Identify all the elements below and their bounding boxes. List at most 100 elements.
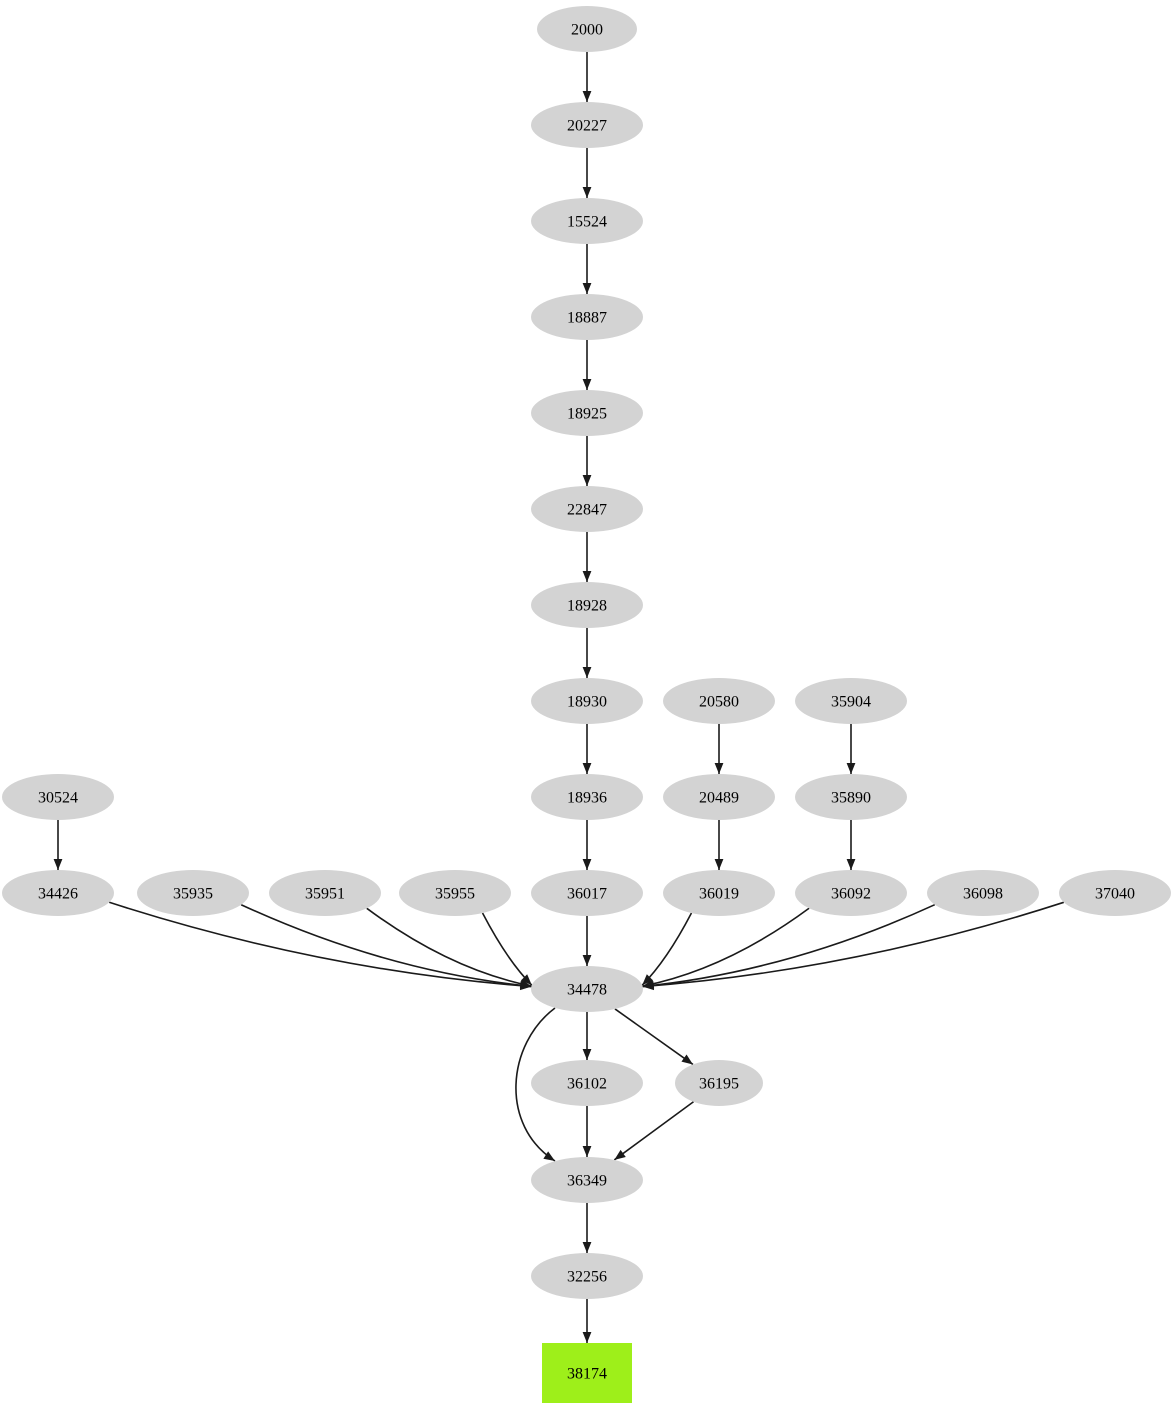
- graph-node-36092[interactable]: 36092: [795, 870, 907, 916]
- edge-arrowhead: [582, 763, 592, 774]
- graph-edge: [582, 148, 592, 198]
- nodes-layer: 2000 20227 15524 18887 18925 22847 18928 18930 2…: [2, 6, 1171, 1403]
- graph-node-35904[interactable]: 35904: [795, 678, 907, 724]
- node-ellipse[interactable]: [531, 102, 643, 148]
- node-ellipse[interactable]: [531, 1060, 643, 1106]
- graph-edge: [582, 628, 592, 678]
- node-ellipse[interactable]: [531, 582, 643, 628]
- graph-node-36195[interactable]: 36195: [675, 1060, 763, 1106]
- graph-node-34426[interactable]: 34426: [2, 870, 114, 916]
- node-ellipse[interactable]: [537, 6, 637, 52]
- edge-arrowhead: [614, 1149, 626, 1160]
- graph-node-18925[interactable]: 18925: [531, 390, 643, 436]
- edge-arrowhead: [681, 1054, 693, 1065]
- graph-edge: [582, 1203, 592, 1253]
- node-ellipse[interactable]: [531, 1157, 643, 1203]
- edge-arrowhead: [714, 859, 724, 870]
- edge-arrowhead: [582, 283, 592, 294]
- node-ellipse[interactable]: [531, 294, 643, 340]
- node-ellipse[interactable]: [663, 774, 775, 820]
- edge-arrowhead: [846, 859, 856, 870]
- graph-node-20580[interactable]: 20580: [663, 678, 775, 724]
- node-ellipse[interactable]: [927, 870, 1039, 916]
- graph-node-35890[interactable]: 35890: [795, 774, 907, 820]
- graph-node-35935[interactable]: 35935: [137, 870, 249, 916]
- edge-arrowhead: [582, 1332, 592, 1343]
- graph-edge: [714, 724, 724, 774]
- graph-node-35955[interactable]: 35955: [399, 870, 511, 916]
- node-ellipse[interactable]: [531, 390, 643, 436]
- node-ellipse[interactable]: [663, 870, 775, 916]
- edge-arrowhead: [582, 571, 592, 582]
- graph-edge: [642, 901, 1065, 991]
- graph-node-36019[interactable]: 36019: [663, 870, 775, 916]
- edge-arrowhead: [642, 981, 654, 991]
- node-ellipse[interactable]: [2, 870, 114, 916]
- graph-node-18887[interactable]: 18887: [531, 294, 643, 340]
- node-ellipse[interactable]: [531, 198, 643, 244]
- graph-edge: [614, 1008, 694, 1066]
- edge-arrowhead: [582, 475, 592, 486]
- node-ellipse[interactable]: [531, 966, 643, 1012]
- node-ellipse[interactable]: [795, 870, 907, 916]
- graph-edge: [642, 907, 810, 989]
- graph-node-34478[interactable]: 34478: [531, 966, 643, 1012]
- graph-node-37040[interactable]: 37040: [1059, 870, 1171, 916]
- node-ellipse[interactable]: [531, 678, 643, 724]
- graph-edge: [240, 904, 532, 990]
- graph-edge: [613, 1101, 694, 1161]
- node-ellipse[interactable]: [795, 678, 907, 724]
- graph-node-20227[interactable]: 20227: [531, 102, 643, 148]
- graph-node-32256[interactable]: 32256: [531, 1253, 643, 1299]
- node-ellipse[interactable]: [531, 486, 643, 532]
- edge-arrowhead: [582, 1049, 592, 1060]
- node-ellipse[interactable]: [2, 774, 114, 820]
- node-ellipse[interactable]: [795, 774, 907, 820]
- node-ellipse[interactable]: [663, 678, 775, 724]
- graph-node-36349[interactable]: 36349: [531, 1157, 643, 1203]
- graph-node-36102[interactable]: 36102: [531, 1060, 643, 1106]
- graph-node-38174[interactable]: 38174: [542, 1343, 632, 1403]
- graph-edge: [582, 1299, 592, 1343]
- graph-node-20489[interactable]: 20489: [663, 774, 775, 820]
- edge-arrowhead: [543, 1151, 555, 1161]
- graph-edge: [515, 1007, 556, 1162]
- edge-arrowhead: [582, 187, 592, 198]
- node-ellipse[interactable]: [531, 870, 643, 916]
- edge-arrowhead: [519, 979, 532, 989]
- node-ellipse[interactable]: [137, 870, 249, 916]
- node-ellipse[interactable]: [269, 870, 381, 916]
- edge-arrowhead: [582, 955, 592, 966]
- graph-node-36098[interactable]: 36098: [927, 870, 1039, 916]
- graph-edge: [846, 820, 856, 870]
- graph-edge: [366, 907, 532, 989]
- graph-node-2000[interactable]: 2000: [537, 6, 637, 52]
- graph-edge: [714, 820, 724, 870]
- graph-node-15524[interactable]: 15524: [531, 198, 643, 244]
- node-ellipse[interactable]: [675, 1060, 763, 1106]
- node-ellipse[interactable]: [399, 870, 511, 916]
- graph-edge: [582, 1012, 592, 1060]
- graph-edge: [582, 820, 592, 870]
- graph-edge: [582, 244, 592, 294]
- graph-node-18936[interactable]: 18936: [531, 774, 643, 820]
- edge-arrowhead: [53, 859, 63, 870]
- node-ellipse[interactable]: [1059, 870, 1171, 916]
- edge-arrowhead: [582, 91, 592, 102]
- graph-edge: [582, 436, 592, 486]
- node-rect[interactable]: [542, 1343, 632, 1403]
- graph-node-30524[interactable]: 30524: [2, 774, 114, 820]
- graph-edge: [582, 532, 592, 582]
- node-ellipse[interactable]: [531, 1253, 643, 1299]
- graph-node-18930[interactable]: 18930: [531, 678, 643, 724]
- graph-node-35951[interactable]: 35951: [269, 870, 381, 916]
- graph-node-18928[interactable]: 18928: [531, 582, 643, 628]
- node-ellipse[interactable]: [531, 774, 643, 820]
- graph-node-22847[interactable]: 22847: [531, 486, 643, 532]
- graph-edge: [582, 52, 592, 102]
- graph-node-36017[interactable]: 36017: [531, 870, 643, 916]
- edge-arrowhead: [520, 974, 532, 986]
- graph-edge: [53, 820, 63, 870]
